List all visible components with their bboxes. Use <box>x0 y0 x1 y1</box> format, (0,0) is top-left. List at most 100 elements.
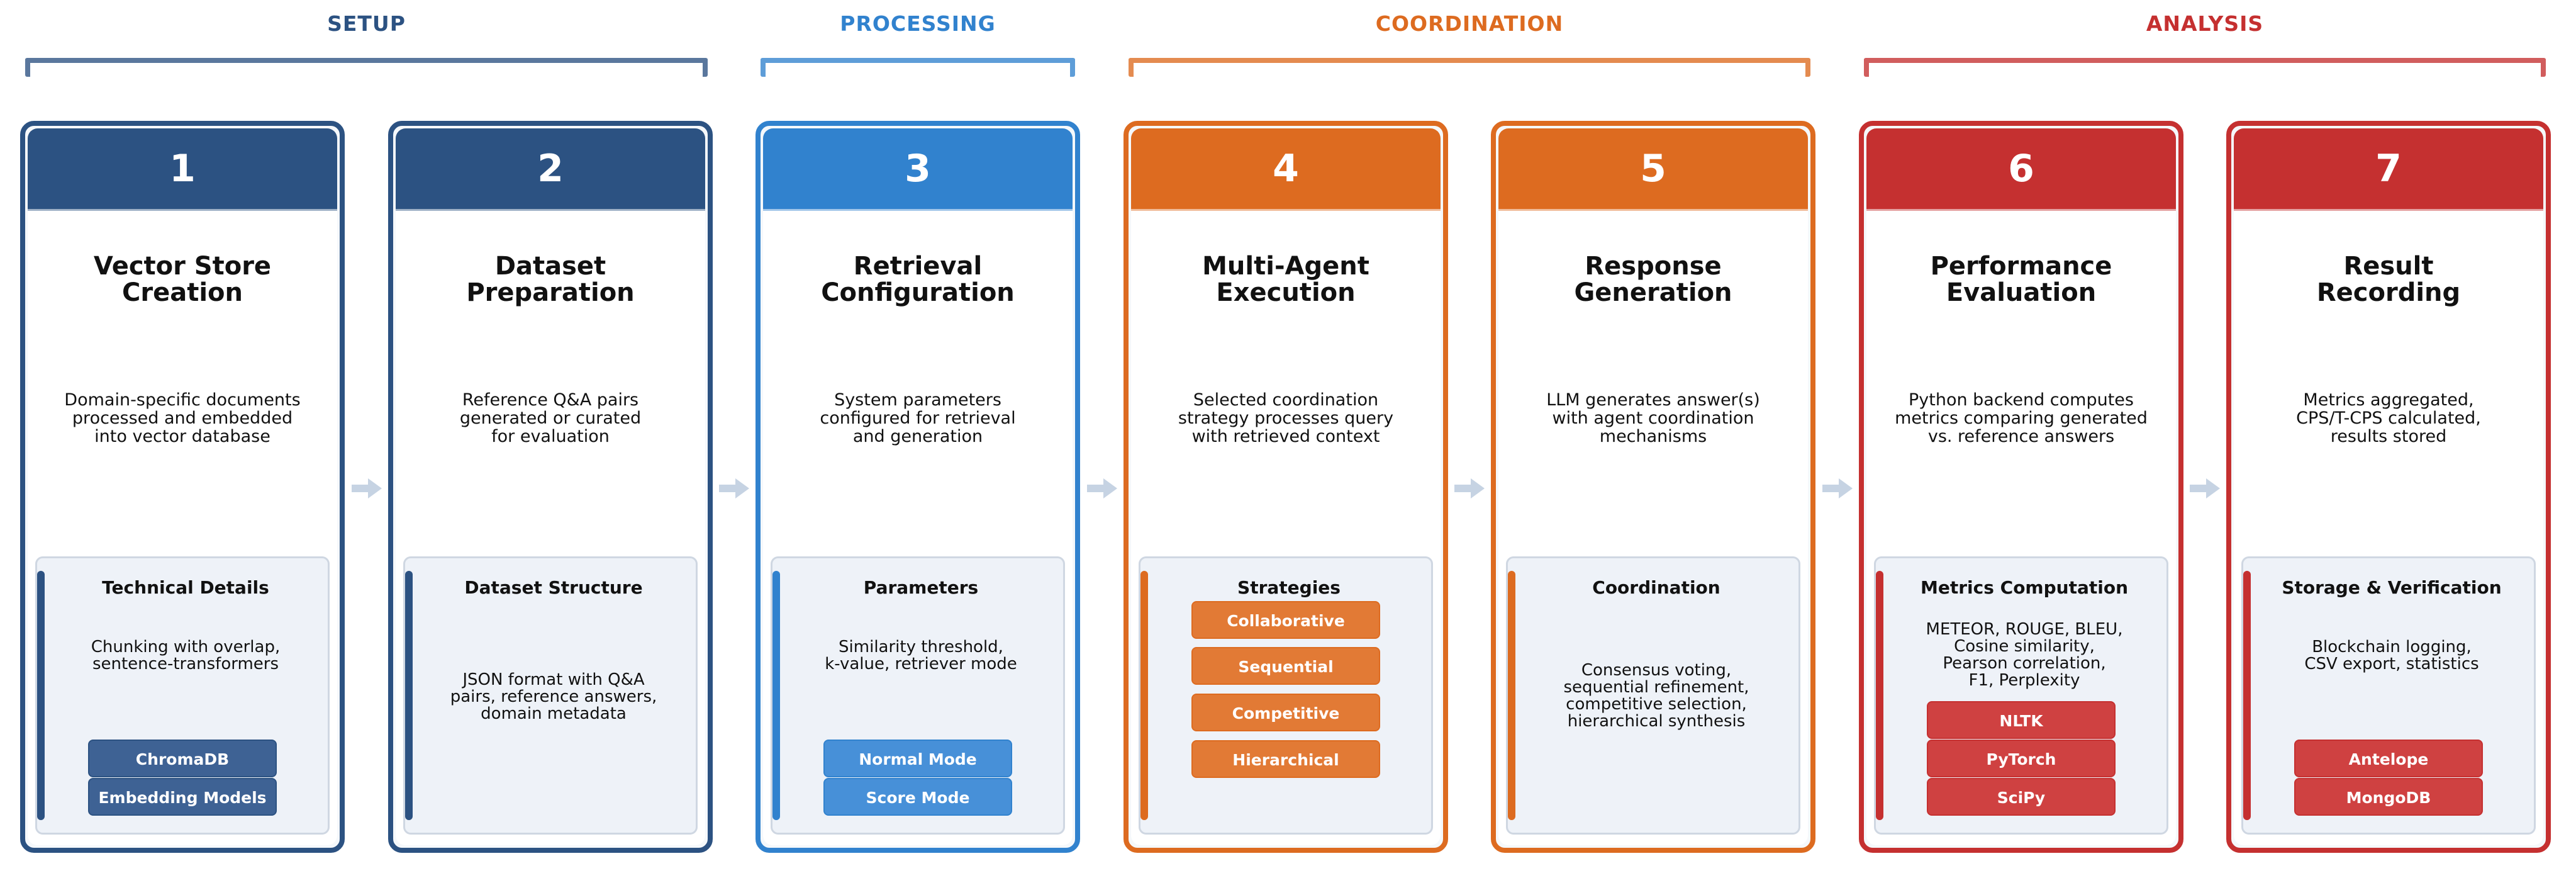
step-title-line: Generation <box>1574 278 1732 307</box>
arrow-right-icon <box>2190 478 2220 498</box>
panel-text-line: Cosine similarity, <box>1954 637 2095 656</box>
step-description-line: CPS/T-CPS calculated, <box>2296 408 2481 428</box>
panel-text-line: Similarity threshold, <box>839 638 1003 656</box>
step-description-line: for evaluation <box>491 427 610 446</box>
step-title-line: Configuration <box>821 278 1015 307</box>
arrow-shape <box>2190 478 2220 498</box>
tech-tag-embedding-models: Embedding Models <box>88 778 277 816</box>
step-title-line: Vector Store <box>93 252 272 281</box>
arrow-right-icon <box>1454 478 1485 498</box>
tech-tag-score-mode: Score Mode <box>823 778 1012 816</box>
arrow-right-icon <box>1086 478 1117 498</box>
panel-text-line: domain metadata <box>481 704 627 723</box>
step-description-line: strategy processes query <box>1178 408 1394 428</box>
step-description-line: Metrics aggregated, <box>2303 390 2474 410</box>
step-description-line: with retrieved context <box>1191 427 1380 446</box>
panel-text-line: Blockchain logging, <box>2312 638 2472 656</box>
phase-bracket-processing <box>761 58 1075 77</box>
step-title-line: Preparation <box>466 278 635 307</box>
tech-tag-hierarchical: Hierarchical <box>1191 740 1380 778</box>
panel-text-line: sequential refinement, <box>1563 678 1749 697</box>
step-number: 6 <box>1866 128 2176 211</box>
panel-accent-bar <box>405 571 413 820</box>
phase-bracket-coordination <box>1129 58 1810 77</box>
step-description-line: Python backend computes <box>1908 390 2134 410</box>
panel-title: Dataset Structure <box>464 577 643 598</box>
phase-bracket-setup <box>25 58 708 77</box>
step-description: LLM generates answer(s)with agent coordi… <box>1511 391 1795 446</box>
step-number: 5 <box>1498 128 1808 211</box>
panel-accent-bar <box>37 571 45 820</box>
panel-text: Blockchain logging,CSV export, statistic… <box>2256 639 2528 673</box>
step-title-line: Multi-Agent <box>1202 252 1369 281</box>
step-title-line: Creation <box>122 278 243 307</box>
tech-tag-sequential: Sequential <box>1191 647 1380 685</box>
step-description-line: mechanisms <box>1599 427 1707 446</box>
panel-accent-bar <box>1876 571 1883 820</box>
tech-tag-competitive: Competitive <box>1191 694 1380 731</box>
step-description-line: and generation <box>852 427 983 446</box>
step-number: 1 <box>28 128 337 211</box>
arrow-shape <box>719 478 749 498</box>
panel-text: METEOR, ROUGE, BLEU,Cosine similarity,Pe… <box>1888 621 2160 689</box>
step-title-line: Execution <box>1216 278 1356 307</box>
panel-title: Metrics Computation <box>1920 577 2129 598</box>
panel-text-line: competitive selection, <box>1566 695 1747 714</box>
panel-text: Chunking with overlap,sentence-transform… <box>50 639 321 673</box>
phase-label-coordination: COORDINATION <box>1375 11 1564 36</box>
arrow-right-icon <box>1822 478 1853 498</box>
step-description-line: generated or curated <box>459 408 642 428</box>
step-title-line: Recording <box>2316 278 2461 307</box>
panel-title: Coordination <box>1592 577 1720 598</box>
panel-text-line: sentence-transformers <box>92 655 279 673</box>
tech-tag-collaborative: Collaborative <box>1191 601 1380 639</box>
panel-text-line: Pearson correlation, <box>1943 654 2106 673</box>
tech-tag-nltk: NLTK <box>1927 701 2116 739</box>
step-description-line: Selected coordination <box>1193 390 1379 410</box>
step-title-line: Dataset <box>494 252 606 281</box>
panel-accent-bar <box>1508 571 1515 820</box>
panel-text-line: hierarchical synthesis <box>1567 712 1746 731</box>
step-title-line: Performance <box>1930 252 2112 281</box>
step-description-line: System parameters <box>834 390 1001 410</box>
step-description: Metrics aggregated,CPS/T-CPS calculated,… <box>2246 391 2531 446</box>
panel-title: Strategies <box>1237 577 1341 598</box>
panel-accent-bar <box>772 571 780 820</box>
step-description-line: into vector database <box>94 427 270 446</box>
tech-tag-mongodb: MongoDB <box>2294 778 2483 816</box>
panel-title: Parameters <box>863 577 979 598</box>
step-number: 3 <box>763 128 1073 211</box>
panel-text-line: METEOR, ROUGE, BLEU, <box>1926 620 2123 639</box>
panel-accent-bar <box>2243 571 2251 820</box>
tech-tag-chromadb: ChromaDB <box>88 740 277 777</box>
phase-label-processing: PROCESSING <box>840 11 996 36</box>
step-number: 2 <box>396 128 705 211</box>
step-description-line: Domain-specific documents <box>64 390 301 410</box>
arrow-shape <box>1086 478 1117 498</box>
